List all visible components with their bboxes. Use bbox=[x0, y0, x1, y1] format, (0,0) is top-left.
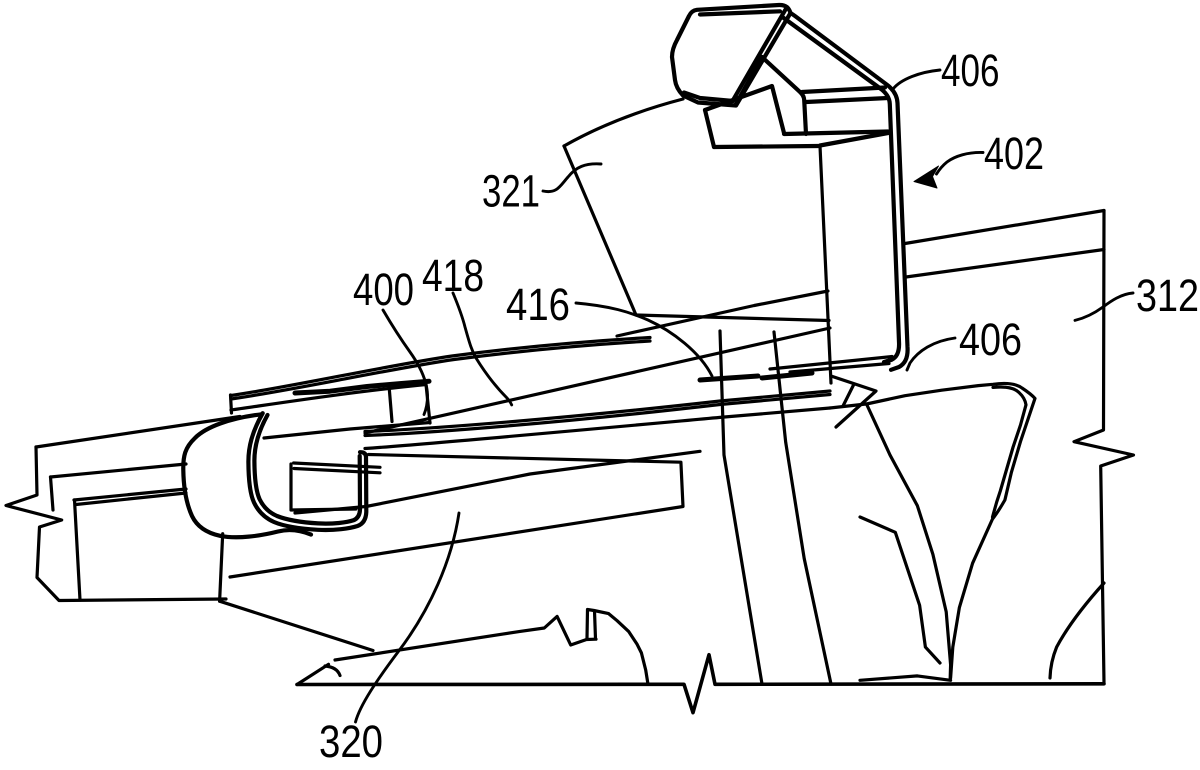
svg-text:418: 418 bbox=[422, 250, 484, 301]
svg-text:416: 416 bbox=[506, 279, 570, 330]
svg-text:312: 312 bbox=[1136, 270, 1199, 321]
svg-text:320: 320 bbox=[319, 716, 383, 767]
svg-text:406: 406 bbox=[959, 314, 1022, 365]
svg-text:321: 321 bbox=[482, 166, 540, 217]
svg-text:402: 402 bbox=[984, 128, 1044, 179]
svg-text:400: 400 bbox=[353, 264, 414, 315]
svg-text:406: 406 bbox=[941, 45, 1000, 96]
